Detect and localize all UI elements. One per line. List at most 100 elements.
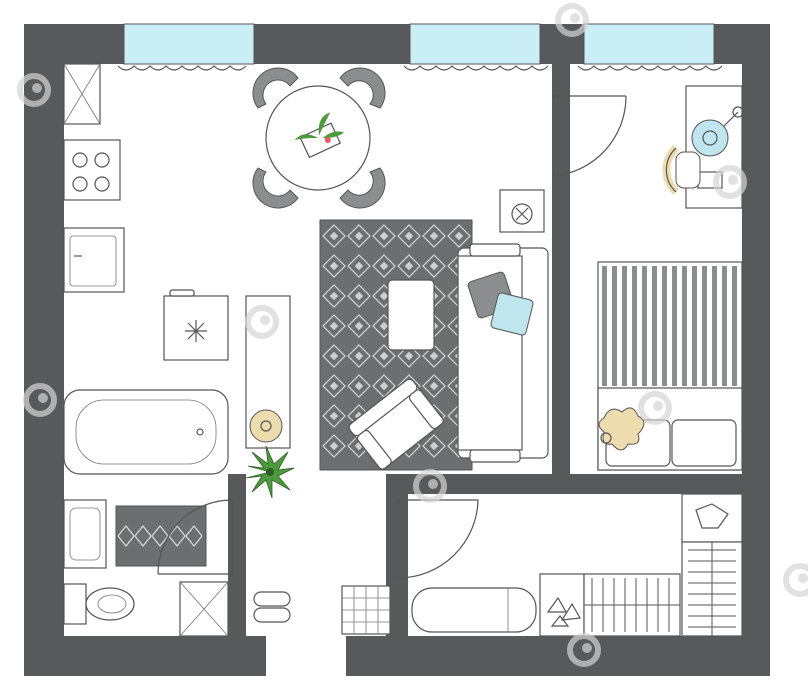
watermark-icon <box>555 3 589 37</box>
rug-motif <box>372 224 396 248</box>
blanket-stripe <box>722 266 727 386</box>
curtain-icon <box>577 65 723 71</box>
watermark-icon <box>638 391 672 425</box>
blanket-stripe <box>632 266 637 386</box>
mat-motif <box>134 525 152 547</box>
rug-motif <box>322 284 346 308</box>
chair-icon <box>339 67 386 109</box>
stove-icon <box>63 139 121 201</box>
rug-motif <box>397 224 421 248</box>
watermark-icon <box>23 383 57 417</box>
blanket-stripe <box>622 266 627 386</box>
rug-motif <box>422 254 446 278</box>
mat-motif <box>185 525 203 547</box>
rug-motif <box>322 344 346 368</box>
blanket-stripe <box>642 266 647 386</box>
rug-motif <box>322 254 346 278</box>
window-icon <box>583 23 715 65</box>
kitchen <box>63 63 229 361</box>
rug-motif <box>397 254 421 278</box>
watermark-icon <box>713 165 747 199</box>
rug-motif <box>422 344 446 368</box>
rug-motif <box>322 434 346 458</box>
bathroom <box>63 389 233 637</box>
blanket-stripe <box>692 266 697 386</box>
sink-icon <box>63 227 125 293</box>
toilet-tank <box>63 583 87 625</box>
ottoman-icon <box>249 409 283 443</box>
bathtub-icon <box>63 389 229 475</box>
watermarks <box>17 3 808 667</box>
coffee-table-icon <box>387 279 435 351</box>
window-icon <box>123 23 255 65</box>
watermark-icon <box>245 305 279 339</box>
watermark-icon <box>17 73 51 107</box>
blanket-stripe <box>682 266 687 386</box>
blanket-stripe <box>712 266 717 386</box>
blanket-stripe <box>612 266 617 386</box>
rug-motif <box>372 374 396 398</box>
ironing-board-icon <box>411 587 537 633</box>
rug-motif <box>322 314 346 338</box>
rug-motif <box>322 224 346 248</box>
washing-machine-icon <box>499 189 545 233</box>
walk-in-closet <box>397 493 743 637</box>
bath-mat-icon <box>115 505 207 567</box>
rug-motif <box>422 374 446 398</box>
rug-motif <box>422 434 446 458</box>
rug-motif <box>322 374 346 398</box>
plant-icon <box>245 445 295 499</box>
doormat-icon <box>341 585 391 635</box>
rug-motif <box>372 254 396 278</box>
window-icon <box>409 23 541 65</box>
door-icon <box>157 499 233 575</box>
blanket-stripe <box>732 266 737 386</box>
rug-motif <box>422 224 446 248</box>
windows <box>117 23 723 71</box>
armchair-icon <box>348 378 444 470</box>
kitchen-lower-floor <box>64 296 164 360</box>
rug-motif <box>372 344 396 368</box>
dining-set <box>252 67 386 209</box>
rug-motif <box>347 224 371 248</box>
rug-motif <box>322 404 346 428</box>
rug-motif <box>347 374 371 398</box>
mat-motif <box>151 525 169 547</box>
watermark-icon <box>413 469 447 503</box>
chair-icon <box>252 67 299 109</box>
door-icon <box>553 95 627 177</box>
watermark-icon <box>567 633 601 667</box>
rug-motif <box>447 224 471 248</box>
chair-icon <box>252 167 299 209</box>
desk-lamp-icon <box>691 119 729 157</box>
blanket-stripe <box>602 266 607 386</box>
mat-motif <box>168 525 186 547</box>
entrance-threshold <box>266 636 346 676</box>
rug-motif <box>347 314 371 338</box>
rug-motif <box>347 284 371 308</box>
bedroom <box>553 85 744 471</box>
rug-motif <box>347 344 371 368</box>
watermark-icon <box>783 563 808 597</box>
slippers-icon <box>253 591 291 623</box>
chair-icon <box>339 167 386 209</box>
pillow-icon <box>671 419 737 467</box>
desk-chair-icon <box>662 145 701 195</box>
rug-motif <box>397 344 421 368</box>
blanket-stripe <box>702 266 707 386</box>
toilet-icon <box>85 587 135 621</box>
door-icon <box>397 499 479 579</box>
box-icon <box>681 493 743 543</box>
mat-motif <box>117 525 135 547</box>
cushion-icon <box>490 292 534 336</box>
blanket-stripe <box>672 266 677 386</box>
hallway <box>245 295 391 635</box>
rug-motif <box>347 254 371 278</box>
blanket-stripe <box>662 266 667 386</box>
curtain-icon <box>403 65 549 71</box>
living-room <box>319 189 549 471</box>
vase-plant-icon <box>294 112 345 159</box>
curtain-icon <box>117 65 247 71</box>
blanket-stripe <box>652 266 657 386</box>
